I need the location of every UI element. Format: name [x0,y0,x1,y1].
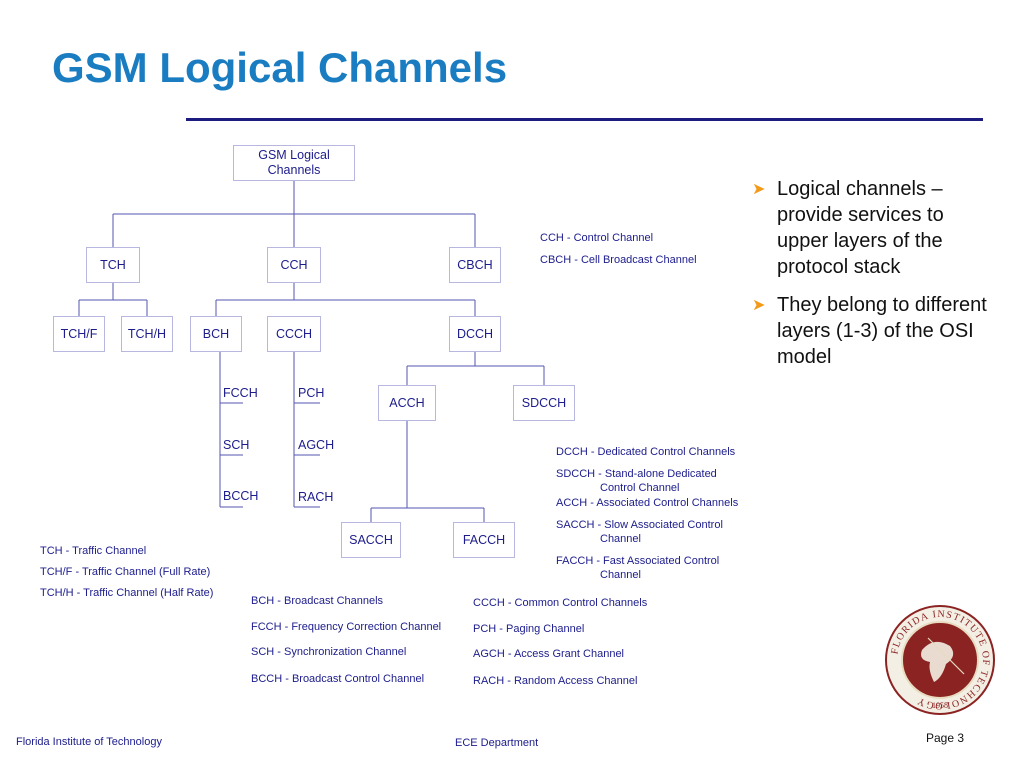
legend-sdcch-line1: SDCCH - Stand-alone Dedicated [556,468,717,480]
legend-sdcch-line2: Control Channel [600,482,680,494]
node-tch-h: TCH/H [121,316,173,352]
university-seal: FLORIDA INSTITUTE OF TECHNOLOGY 1958 [885,605,995,715]
legend-sacch-line2: Channel [600,533,641,545]
node-cbch: CBCH [449,247,501,283]
legend-fcch: FCCH - Frequency Correction Channel [251,621,442,633]
legend-tch-f: TCH/F - Traffic Channel (Full Rate) [40,566,211,578]
legend-tch-h: TCH/H - Traffic Channel (Half Rate) [40,587,214,599]
legend-bch: BCH - Broadcast Channels [251,595,384,607]
legend-agch: AGCH - Access Grant Channel [473,648,625,660]
legend-dcch: DCCH - Dedicated Control Channels [556,446,736,458]
title-underline [186,118,983,121]
node-gsm-logical-channels: GSM Logical Channels [233,145,355,181]
leaf-fcch: FCCH [223,386,258,400]
legend-bcch: BCCH - Broadcast Control Channel [251,673,425,685]
node-cch: CCH [267,247,321,283]
leaf-rach: RACH [298,490,334,504]
bullet-list: ➤ Logical channels – provide services to… [752,176,997,382]
arrow-bullet-icon: ➤ [752,181,766,198]
node-acch: ACCH [378,385,436,421]
legend-acch: ACCH - Associated Control Channels [556,497,739,509]
node-gsm-logical-channels-label: GSM Logical Channels [258,148,330,177]
leaf-bcch: BCCH [223,489,259,503]
legend-sch: SCH - Synchronization Channel [251,646,407,658]
leaf-agch: AGCH [298,438,335,452]
bullet-item: ➤ Logical channels – provide services to… [752,176,997,280]
slide-title: GSM Logical Channels [52,44,508,91]
legend-cbch: CBCH - Cell Broadcast Channel [540,254,697,266]
seal-year: 1958 [932,701,948,710]
leaf-sch: SCH [223,438,250,452]
node-dcch: DCCH [449,316,501,352]
bullet-text: Logical channels – provide services to u… [777,178,944,278]
legend-pch: PCH - Paging Channel [473,623,585,635]
node-ccch: CCCH [267,316,321,352]
page-number: Page 3 [926,731,965,745]
legend-sacch: SACCH - Slow Associated Control Channel [556,518,723,546]
leaf-pch: PCH [298,386,325,400]
bullet-item: ➤ They belong to different layers (1-3) … [752,292,997,370]
legend-ccch: CCCH - Common Control Channels [473,597,648,609]
legend-facch: FACCH - Fast Associated Control Channel [556,554,719,582]
legend-facch-line2: Channel [600,569,641,581]
legend-tch: TCH - Traffic Channel [40,545,147,557]
footer-institution: Florida Institute of Technology [16,736,162,748]
node-tch: TCH [86,247,140,283]
node-sdcch: SDCCH [513,385,575,421]
node-bch: BCH [190,316,242,352]
legend-rach: RACH - Random Access Channel [473,675,638,687]
legend-sdcch: SDCCH - Stand-alone Dedicated Control Ch… [556,467,717,495]
legend-cch: CCH - Control Channel [540,232,654,244]
node-tch-f: TCH/F [53,316,105,352]
legend-sacch-line1: SACCH - Slow Associated Control [556,519,723,531]
bullet-text: They belong to different layers (1-3) of… [777,294,987,368]
node-sacch: SACCH [341,522,401,558]
legend-facch-line1: FACCH - Fast Associated Control [556,555,720,567]
node-facch: FACCH [453,522,515,558]
arrow-bullet-icon: ➤ [752,297,766,314]
footer-department: ECE Department [455,737,539,749]
